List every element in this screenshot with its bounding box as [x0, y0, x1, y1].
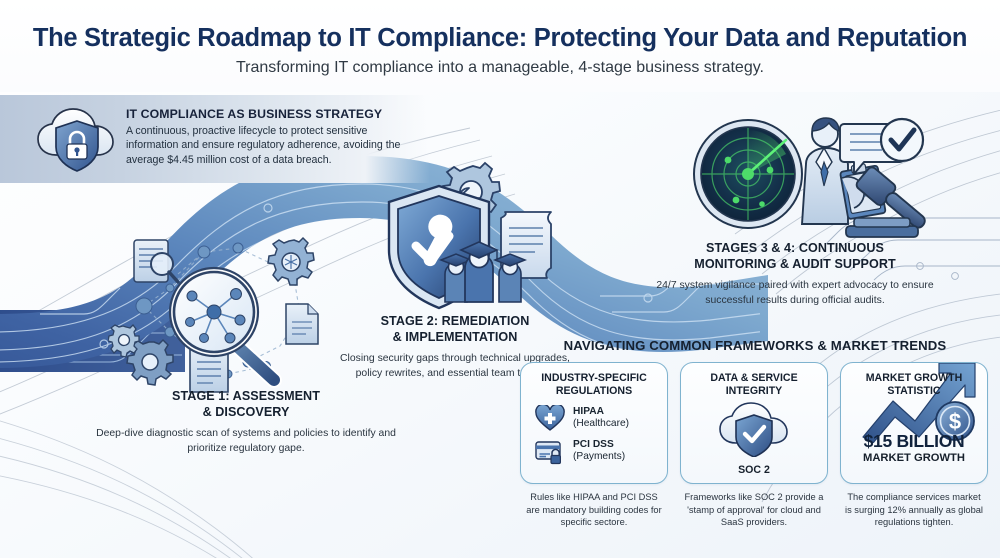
stage-3-4-heading-line1: STAGES 3 & 4: CONTINUOUS	[706, 241, 884, 255]
market-growth-stat: $15 BILLION	[863, 430, 965, 451]
gear-small-left	[108, 324, 140, 358]
stage-1-text: STAGE 1: ASSESSMENT & DISCOVERY Deep-div…	[96, 388, 396, 456]
cloud-shield-check-icon	[719, 401, 788, 458]
business-strategy-banner: IT COMPLIANCE AS BUSINESS STRATEGY A con…	[0, 95, 430, 183]
heart-cross-icon	[535, 404, 565, 431]
card-3-title-line2: STATISTIC	[887, 385, 941, 398]
stage-1-heading-line2: & DISCOVERY	[202, 405, 290, 420]
check-circle-icon	[879, 117, 925, 163]
banner-body: A continuous, proactive lifecycle to pro…	[126, 125, 401, 166]
card-body-integrity[interactable]: DATA & SERVICE INTEGRITY	[680, 362, 828, 484]
card-1-note: Rules like HIPAA and PCI DSS are mandato…	[526, 492, 662, 528]
card-industry-specific-regulations: INDUSTRY-SPECIFIC REGULATIONS HIPAA (	[520, 362, 668, 529]
stage-2-illustration	[387, 161, 552, 310]
gear-large-top-right	[267, 236, 315, 286]
card-data-service-integrity: DATA & SERVICE INTEGRITY	[680, 362, 828, 529]
list-item-hipaa: HIPAA (Healthcare)	[521, 404, 667, 432]
stage-3-4-illustration	[693, 117, 926, 238]
card-2-title-line1: DATA & SERVICE	[710, 372, 798, 384]
stage-2-heading-line1: STAGE 2: REMEDIATION	[380, 314, 530, 328]
card-1-title-line1: INDUSTRY-SPECIFIC	[541, 372, 647, 384]
card-2-title: DATA & SERVICE INTEGRITY	[681, 363, 827, 399]
page-title: The Strategic Roadmap to IT Compliance: …	[32, 24, 968, 52]
page-subtitle: Transforming IT compliance into a manage…	[236, 59, 764, 77]
stage-2-heading-line2: & IMPLEMENTATION	[392, 330, 518, 345]
pci-dss-sub: (Payments)	[573, 451, 626, 463]
card-3-title-line1: MARKET GROWTH	[865, 372, 963, 384]
header: The Strategic Roadmap to IT Compliance: …	[0, 0, 1000, 92]
frameworks-panel-title: NAVIGATING COMMON FRAMEWORKS & MARKET TR…	[563, 338, 947, 353]
stage-1-heading-line1: STAGE 1: ASSESSMENT	[172, 389, 320, 403]
frameworks-panel: NAVIGATING COMMON FRAMEWORKS & MARKET TR…	[520, 338, 990, 529]
list-item-pci-dss: PCI DSS (Payments)	[521, 438, 667, 465]
radar-icon	[693, 119, 803, 229]
pci-dss-name: PCI DSS	[573, 438, 614, 450]
stage-3-4-heading: STAGES 3 & 4: CONTINUOUS MONITORING & AU…	[650, 240, 940, 272]
pci-dss-label: PCI DSS (Payments)	[573, 439, 625, 463]
card-2-note: Frameworks like SOC 2 provide a 'stamp o…	[684, 492, 824, 528]
stage-1-body: Deep-dive diagnostic scan of systems and…	[96, 428, 396, 454]
stage-3-4-heading-line2: MONITORING & AUDIT SUPPORT	[694, 257, 896, 272]
stage-3-4-body: 24/7 system vigilance paired with expert…	[656, 280, 934, 306]
card-body-regulations[interactable]: INDUSTRY-SPECIFIC REGULATIONS HIPAA (	[520, 362, 668, 484]
banner-title: IT COMPLIANCE AS BUSINESS STRATEGY	[126, 107, 383, 121]
hipaa-sub: (Healthcare)	[573, 418, 630, 430]
stage-3-4-text: STAGES 3 & 4: CONTINUOUS MONITORING & AU…	[650, 240, 940, 308]
frameworks-card-row: INDUSTRY-SPECIFIC REGULATIONS HIPAA (	[520, 362, 990, 529]
document-right	[285, 303, 319, 345]
card-1-title: INDUSTRY-SPECIFIC REGULATIONS	[521, 363, 667, 399]
stage-1-illustration	[108, 236, 319, 393]
card-body-market-growth[interactable]: $ MARKET GROWTH STATISTIC $15 BILLION MA…	[840, 362, 988, 484]
card-1-title-line2: REGULATIONS	[555, 385, 633, 398]
soc2-label: SOC 2	[738, 463, 770, 476]
stage-1-heading: STAGE 1: ASSESSMENT & DISCOVERY	[96, 388, 396, 420]
card-market-growth-statistic: $ MARKET GROWTH STATISTIC $15 BILLION MA…	[840, 362, 988, 529]
card-2-title-line2: INTEGRITY	[725, 385, 783, 398]
cloud-lock-icon	[37, 108, 114, 172]
credit-card-lock-icon	[535, 440, 561, 464]
hipaa-name: HIPAA	[573, 405, 604, 417]
hipaa-label: HIPAA (Healthcare)	[573, 406, 629, 430]
card-3-title: MARKET GROWTH STATISTIC	[841, 363, 987, 399]
market-growth-stat-sub: MARKET GROWTH	[863, 452, 965, 465]
card-3-note: The compliance services market is surgin…	[845, 492, 983, 528]
